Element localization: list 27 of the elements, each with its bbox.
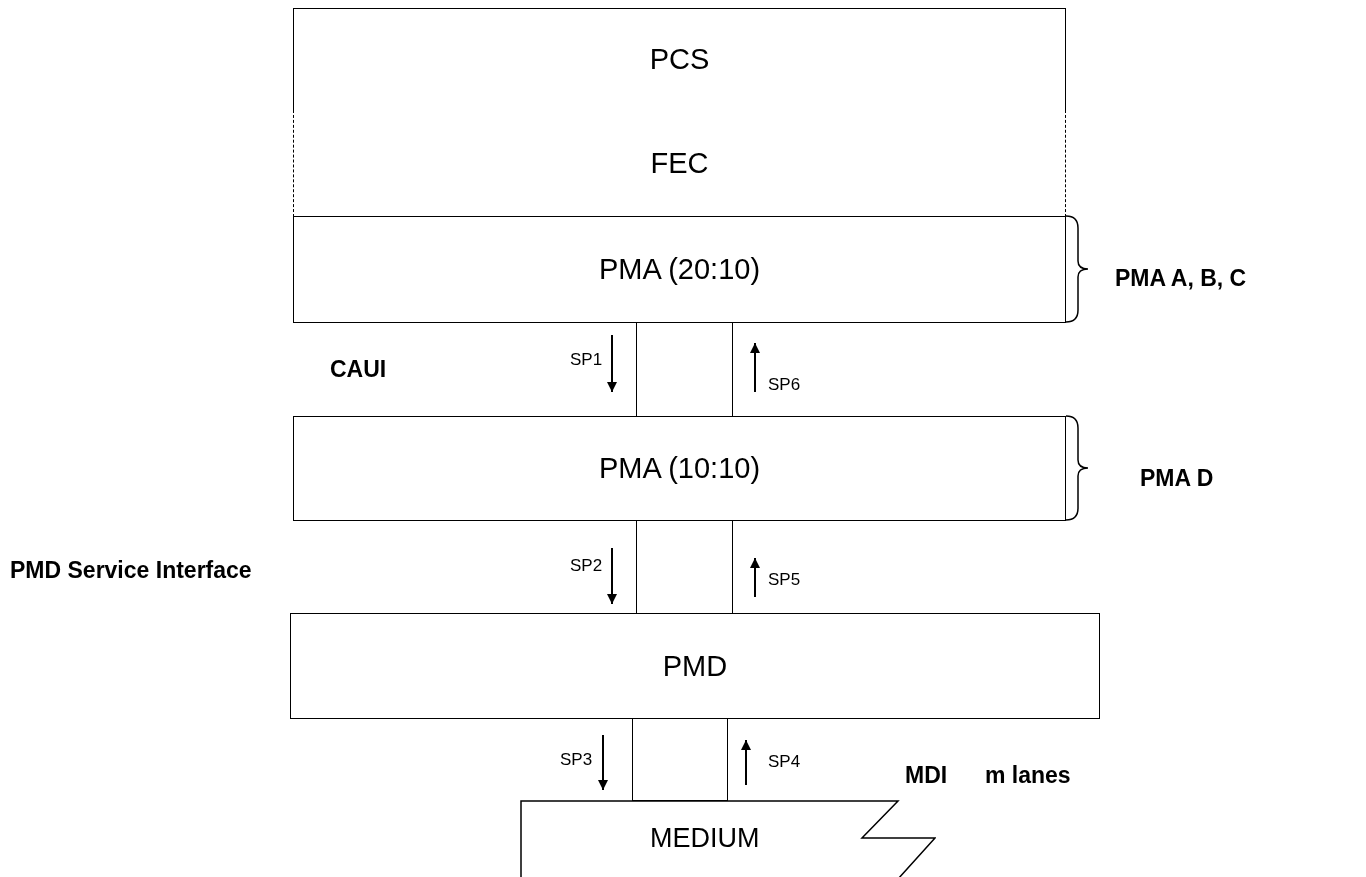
medium-label: MEDIUM: [650, 823, 760, 854]
layer-box: [293, 216, 1066, 323]
interface-label: PMA D: [1140, 465, 1214, 492]
interface-label: PMA A, B, C: [1115, 265, 1247, 292]
interface-box: [636, 520, 733, 614]
signal-label: SP4: [768, 752, 801, 772]
layer-label: PMA (10:10): [598, 452, 761, 485]
signal-label: SP1: [570, 350, 603, 370]
layer-label: PMA (20:10): [598, 253, 761, 286]
layer-box: [290, 613, 1100, 719]
interface-box: [632, 718, 728, 801]
signal-label: SP6: [768, 375, 801, 395]
interface-label: m lanes: [985, 762, 1071, 789]
layer-label: PMD: [662, 649, 728, 683]
interface-label: CAUI: [330, 356, 387, 383]
interface-label: PMD Service Interface: [10, 557, 252, 584]
signal-label: SP5: [768, 570, 801, 590]
layer-box: [293, 8, 1066, 111]
interface-box: [636, 322, 733, 417]
signal-label: SP2: [570, 556, 603, 576]
layer-label: PCS: [649, 43, 710, 76]
dashed-layer-box: [293, 110, 1066, 217]
layer-box: [293, 416, 1066, 521]
medium-shape: [520, 800, 936, 877]
interface-label: MDI: [905, 762, 948, 789]
signal-label: SP3: [560, 750, 593, 770]
layer-label: FEC: [650, 147, 709, 180]
